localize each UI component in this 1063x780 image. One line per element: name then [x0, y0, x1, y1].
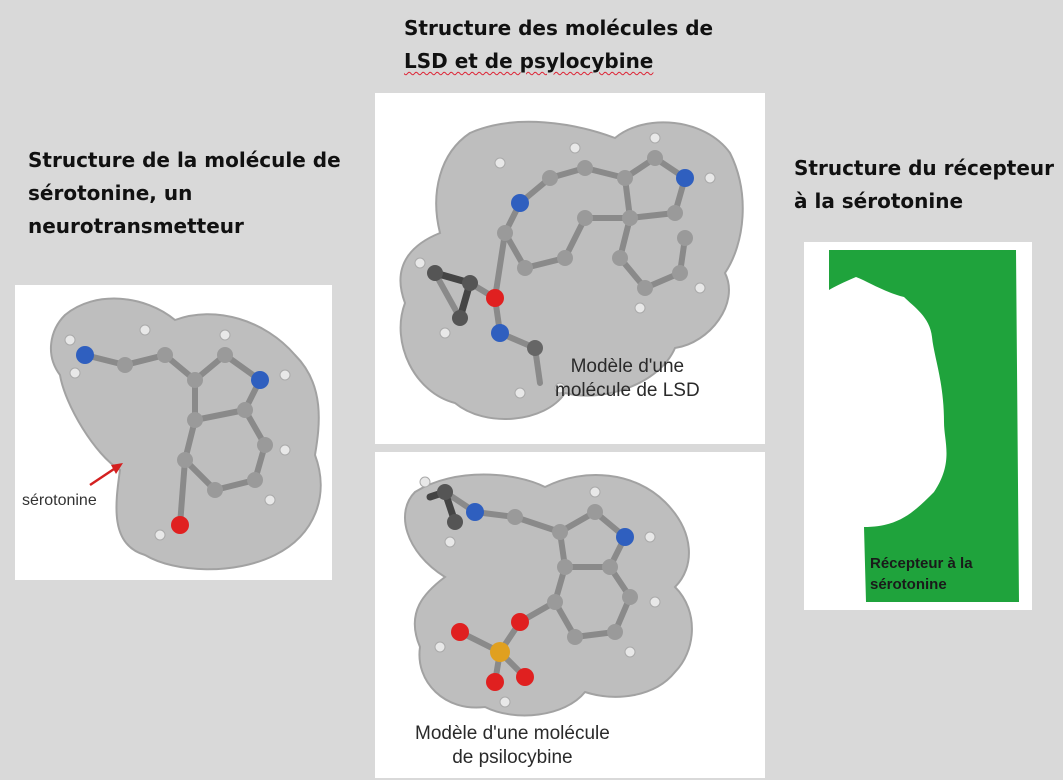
- lsd-caption: Modèle d'une molécule de LSD: [555, 356, 700, 401]
- molecular-surface: [399, 120, 744, 420]
- title-lsd-psilocybine: Structure des molécules de LSD et de psy…: [404, 16, 714, 73]
- title-serotonine: Structure de la molécule de sérotonine, …: [28, 148, 341, 238]
- psilocybine-molecule-panel: Modèle d'une molécule de psilocybine: [375, 452, 765, 778]
- title-lsd-line2: LSD et de psylocybine: [404, 49, 654, 73]
- receptor-shape: [829, 250, 1019, 602]
- psilocybine-caption: Modèle d'une molécule de psilocybine: [415, 723, 610, 768]
- recepteur-panel: Récepteur à la sérotonine: [804, 242, 1032, 610]
- lsd-molecule-image: [399, 120, 744, 420]
- title-recepteur: Structure du récepteur à la sérotonine: [794, 156, 1055, 213]
- arrow-line: [89, 465, 118, 487]
- arrow-head: [111, 463, 123, 474]
- lsd-molecule-panel: Modèle d'une molécule de LSD: [375, 93, 765, 444]
- recepteur-label: Récepteur à la sérotonine: [870, 555, 973, 593]
- serotonine-molecule-panel: sérotonine: [15, 285, 332, 580]
- atoms: [64, 324, 291, 541]
- recepteur-shape-image: [829, 250, 1019, 602]
- psilocybine-molecule-image: [404, 473, 693, 717]
- atoms: [419, 476, 661, 708]
- serotonine-molecule-image: [49, 297, 322, 571]
- serotonine-arrow-label: sérotonine: [22, 492, 97, 509]
- atoms: [414, 132, 716, 399]
